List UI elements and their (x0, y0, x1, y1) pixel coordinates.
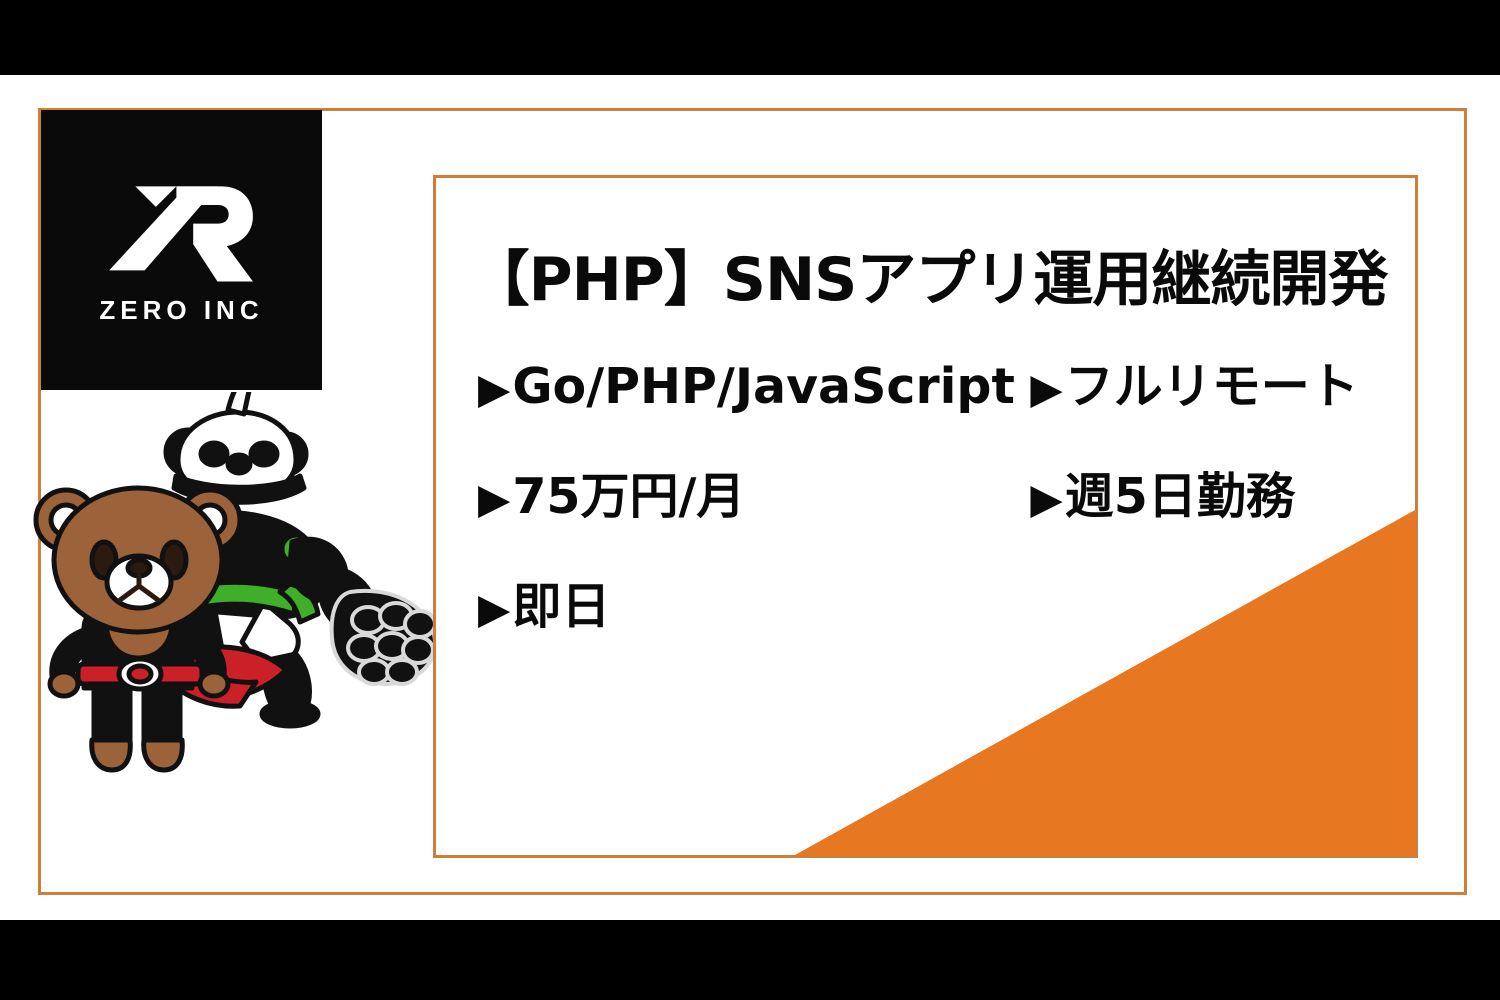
letterbox-bar-bottom (0, 920, 1500, 1000)
job-posting-panel: 【PHP】SNSアプリ運用継続開発 ▶ Go/PHP/JavaScript ▶ … (433, 175, 1418, 858)
spec-label: フルリモート (1064, 358, 1359, 415)
spec-label: Go/PHP/JavaScript (512, 358, 1015, 415)
mascot-illustration (28, 392, 458, 792)
spec-label: 週5日勤務 (1064, 468, 1295, 525)
spec-row: ▶ 即日 (478, 582, 1389, 692)
spec-item-start-date: ▶ 即日 (478, 582, 1030, 631)
spec-item-tech-stack: ▶ Go/PHP/JavaScript (478, 362, 1030, 411)
triangle-bullet-icon: ▶ (478, 474, 511, 523)
spec-label: 即日 (512, 578, 611, 635)
triangle-bullet-icon: ▶ (1030, 474, 1063, 523)
zr-monogram-icon (108, 186, 253, 282)
triangle-bullet-icon: ▶ (478, 364, 511, 413)
spec-label: 75万円/月 (512, 468, 746, 525)
spec-item-salary: ▶ 75万円/月 (478, 472, 1030, 521)
spec-row: ▶ Go/PHP/JavaScript ▶ フルリモート (478, 362, 1389, 472)
panel-body: 【PHP】SNSアプリ運用継続開発 ▶ Go/PHP/JavaScript ▶ … (436, 178, 1415, 855)
company-logo-tile: ZERO INC (41, 110, 322, 390)
spec-item-work-style: ▶ フルリモート (1030, 362, 1389, 411)
spec-item-work-days: ▶ 週5日勤務 (1030, 472, 1389, 521)
triangle-bullet-icon: ▶ (478, 584, 511, 633)
bear-hero-and-panda-robot-icon (33, 392, 438, 773)
letterbox-bar-top (0, 0, 1500, 75)
company-name-text: ZERO INC (99, 295, 264, 325)
triangle-bullet-icon: ▶ (1030, 364, 1063, 413)
job-spec-grid: ▶ Go/PHP/JavaScript ▶ フルリモート ▶ 75万円/月 ▶ (436, 362, 1415, 692)
spec-row: ▶ 75万円/月 ▶ 週5日勤務 (478, 472, 1389, 582)
job-title-headline: 【PHP】SNSアプリ運用継続開発 (469, 245, 1389, 315)
